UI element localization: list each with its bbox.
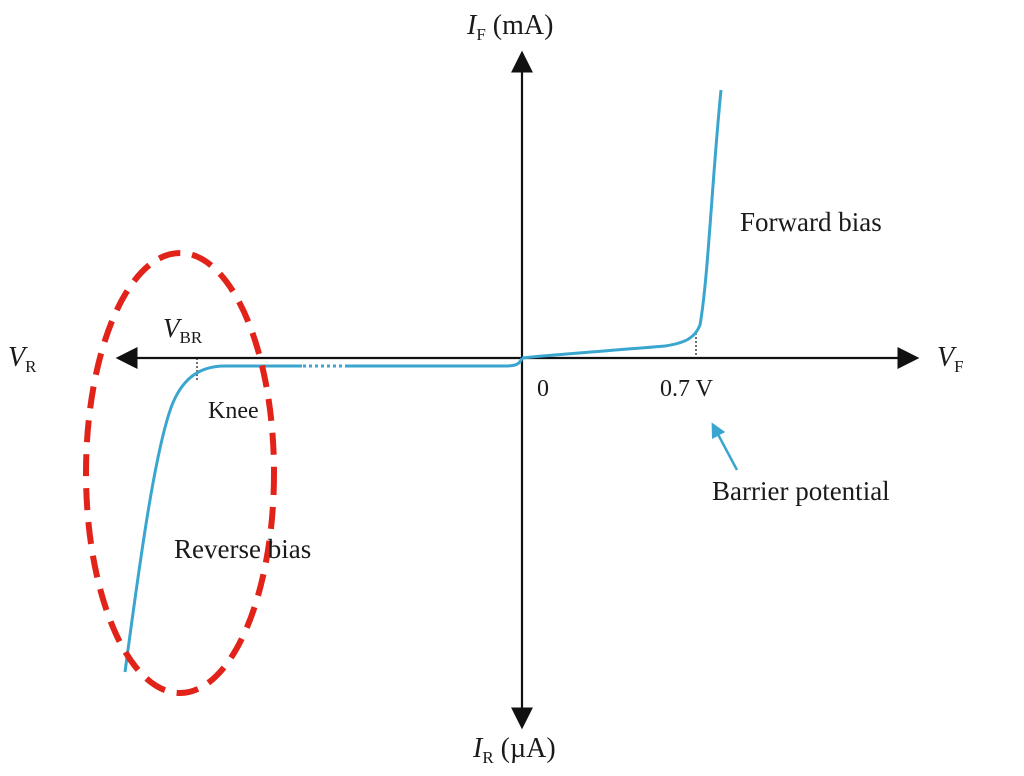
x-axis-pos-label: VF xyxy=(937,342,964,376)
forward-bias-label: Forward bias xyxy=(740,207,882,237)
barrier-value-label: 0.7 V xyxy=(660,376,714,402)
barrier-arrow xyxy=(711,422,739,471)
vbr-label: VBR xyxy=(163,313,203,347)
y-axis-pos-label: IF (mA) xyxy=(466,10,553,44)
barrier-potential-label: Barrier potential xyxy=(712,476,890,506)
highlight-ellipse xyxy=(83,250,277,696)
reverse-leakage-segment xyxy=(348,357,524,368)
origin-label: 0 xyxy=(537,376,549,402)
reverse-bias-label: Reverse bias xyxy=(174,534,311,564)
x-axis-neg-label: VR xyxy=(8,342,37,376)
y-axis-neg-label: IR (µA) xyxy=(472,733,556,767)
forward-curve xyxy=(521,89,723,360)
reverse-breakdown-curve xyxy=(123,364,302,673)
knee-label: Knee xyxy=(208,398,259,424)
